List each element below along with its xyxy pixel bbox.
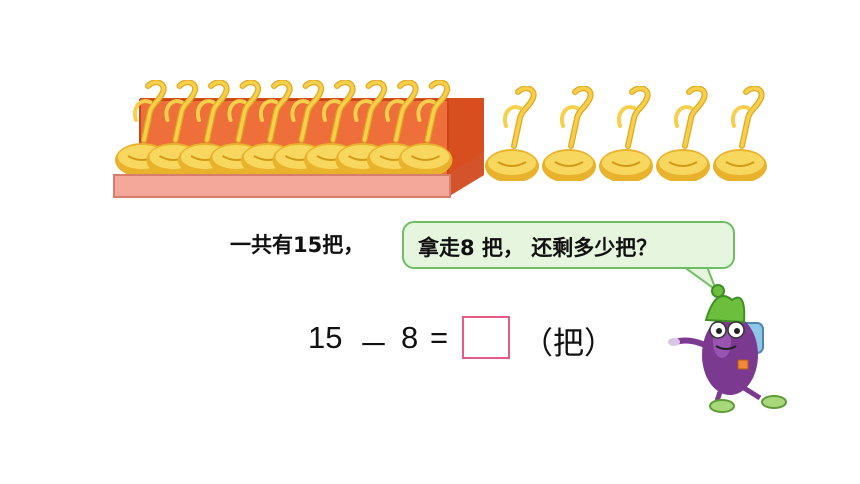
ladle-icon [599, 88, 653, 183]
ladle-tray [114, 82, 484, 198]
ladle-icon [713, 88, 767, 183]
minuend-number: 15 [308, 320, 343, 355]
question-prefix-text: 一共有15把， [230, 233, 365, 257]
equals-sign: = [430, 320, 449, 355]
unit-label: （把） [522, 326, 615, 362]
ladle-icon [485, 88, 539, 183]
eggplant-mascot-icon [668, 284, 787, 413]
speech-bubble: 拿走8 把， 还剩多少把？ [402, 221, 735, 269]
minus-sign: － [358, 328, 389, 363]
speech-bubble-text: 拿走8 把， 还剩多少把？ [418, 236, 658, 260]
ladle-icon [542, 88, 596, 183]
loose-ladle-group [485, 88, 767, 183]
answer-box[interactable] [462, 316, 510, 359]
subtrahend-number: 8 [401, 320, 419, 355]
ladle-icon [656, 88, 710, 183]
